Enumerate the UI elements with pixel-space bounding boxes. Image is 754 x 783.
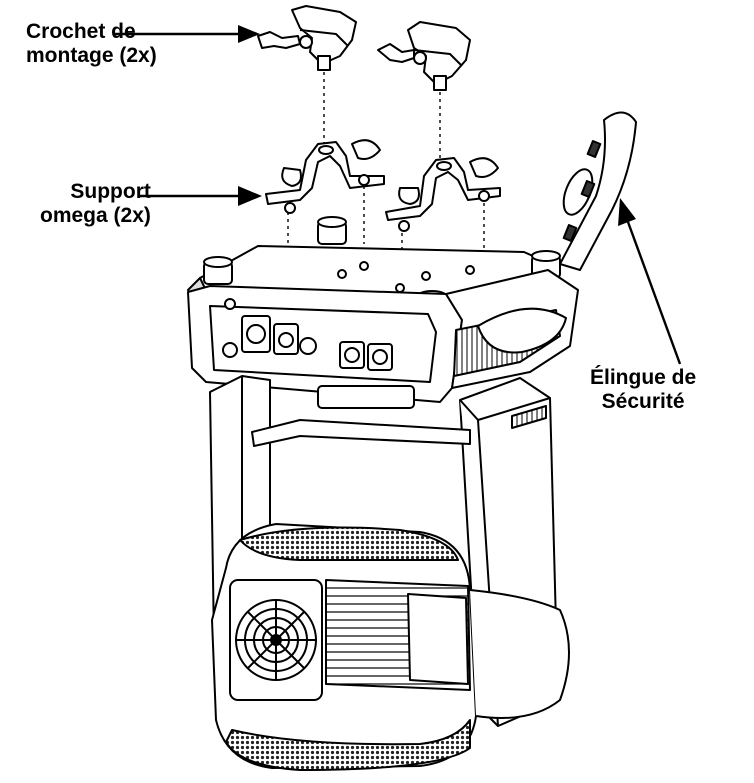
yoke-crossbar: [251, 419, 471, 447]
label-elingue-de-securite: Élingue de Sécurité: [590, 366, 696, 414]
base-front-panel: [187, 285, 463, 409]
arrows: [114, 25, 682, 365]
mounting-clamp-right: [377, 21, 471, 91]
safety-cable: [559, 111, 637, 271]
arrow-support: [140, 186, 262, 206]
label-support-omega: Support omega (2x): [40, 180, 151, 228]
label-elingue-line1: Élingue de: [590, 366, 697, 389]
label-crochet-line2: montage (2x): [26, 44, 157, 67]
mounting-clamp-left: [257, 5, 357, 71]
label-support-line2: omega (2x): [40, 204, 151, 227]
label-elingue-line2: Sécurité: [601, 390, 685, 413]
label-support-line1: Support: [70, 180, 151, 203]
label-crochet-line1: Crochet de: [26, 20, 136, 43]
label-crochet-de-montage: Crochet de montage (2x): [26, 20, 157, 68]
omega-bracket-left: [265, 139, 385, 214]
base-side-heatsink: [445, 269, 579, 389]
fan-grille: [229, 579, 323, 701]
arrow-elingue: [618, 198, 682, 365]
arrow-crochet: [114, 25, 260, 43]
omega-bracket-right: [385, 157, 501, 232]
